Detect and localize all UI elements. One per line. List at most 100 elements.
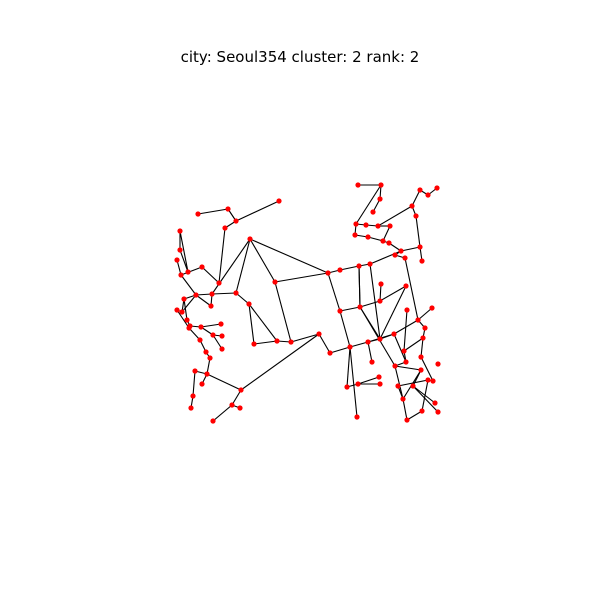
graph-node: [419, 258, 425, 264]
graph-node: [325, 270, 331, 276]
graph-edge: [412, 385, 436, 404]
graph-node: [413, 213, 419, 219]
graph-node: [425, 192, 431, 198]
graph-edge: [339, 310, 351, 348]
graph-node: [203, 349, 209, 355]
graph-edge: [249, 238, 276, 283]
graph-node: [417, 244, 423, 250]
graph-node: [377, 196, 383, 202]
graph-node: [174, 307, 180, 313]
graph-node: [375, 223, 381, 229]
graph-node: [392, 252, 398, 258]
graph-edge: [377, 205, 413, 227]
graph-node: [188, 405, 194, 411]
graph-node: [378, 281, 384, 287]
graph-edge: [200, 323, 222, 328]
graph-node: [225, 206, 231, 212]
graph-node: [353, 221, 359, 227]
graph-edge: [369, 263, 381, 340]
graph-node: [370, 209, 376, 215]
graph-node: [276, 198, 282, 204]
graph-edge: [411, 189, 421, 207]
graph-edge: [412, 385, 439, 413]
graph-node: [337, 308, 343, 314]
graph-node: [238, 387, 244, 393]
graph-edge: [201, 266, 220, 284]
graph-node: [177, 247, 183, 253]
graph-node: [434, 185, 440, 191]
graph-node: [377, 336, 383, 342]
graph-node: [233, 290, 239, 296]
graph-node: [429, 305, 435, 311]
graph-node: [208, 303, 214, 309]
graph-edge: [253, 340, 278, 345]
graph-node: [288, 339, 294, 345]
graph-edge: [211, 292, 237, 295]
graph-node: [199, 381, 205, 387]
graph-node: [192, 368, 198, 374]
graph-node: [246, 301, 252, 307]
graph-edge: [400, 246, 421, 252]
graph-node: [419, 408, 425, 414]
graph-node: [274, 338, 280, 344]
graph-edge: [412, 369, 422, 387]
graph-node: [356, 263, 362, 269]
graph-edge: [415, 215, 421, 248]
graph-node: [430, 378, 436, 384]
graph-node: [186, 325, 192, 331]
graph-node: [204, 371, 210, 377]
graph-node: [355, 381, 361, 387]
graph-node: [218, 321, 224, 327]
graph-edge: [181, 294, 197, 313]
graph-edge: [355, 184, 382, 225]
graph-edge: [195, 293, 213, 296]
graph-node: [216, 280, 222, 286]
graph-node: [401, 348, 407, 354]
graph-edge: [379, 283, 382, 302]
graph-edge: [382, 225, 391, 242]
graph-edge: [235, 238, 251, 294]
graph-edge: [192, 370, 196, 397]
graph-node: [237, 405, 243, 411]
graph-node: [377, 298, 383, 304]
graph-edges: [176, 184, 439, 422]
graph-edge: [327, 272, 341, 312]
graph-edge: [274, 272, 329, 283]
graph-edge: [290, 333, 320, 343]
graph-edge: [240, 333, 320, 391]
graph-node: [357, 304, 363, 310]
graph-node: [404, 417, 410, 423]
graph-node: [327, 350, 333, 356]
graph-edge: [402, 398, 408, 421]
graph-edge: [359, 306, 396, 367]
graph-node: [365, 234, 371, 240]
graph-node: [316, 331, 322, 337]
graph-node: [354, 414, 360, 420]
graph-node: [199, 264, 205, 270]
graph-edge: [318, 333, 331, 354]
graph-node: [219, 346, 225, 352]
graph-edge: [249, 238, 329, 274]
graph-edge: [211, 238, 251, 295]
graph-node: [392, 363, 398, 369]
graph-node: [435, 409, 441, 415]
graph-edge: [179, 249, 189, 273]
graph-node: [190, 393, 196, 399]
graph-node: [395, 383, 401, 389]
graph-edge: [197, 208, 229, 215]
graph-node: [174, 257, 180, 263]
graph-node: [377, 381, 383, 387]
chart-title: city: Seoul354 cluster: 2 rank: 2: [180, 48, 420, 66]
graph-node: [422, 325, 428, 331]
graph-edge: [420, 356, 434, 382]
graph-nodes: [174, 182, 441, 424]
graph-node: [179, 309, 185, 315]
graph-edge: [358, 265, 361, 308]
graph-node: [378, 182, 384, 188]
graph-node: [184, 317, 190, 323]
graph-node: [417, 187, 423, 193]
graph-node: [209, 291, 215, 297]
graph-edge: [218, 227, 226, 284]
graph-node: [415, 317, 421, 323]
